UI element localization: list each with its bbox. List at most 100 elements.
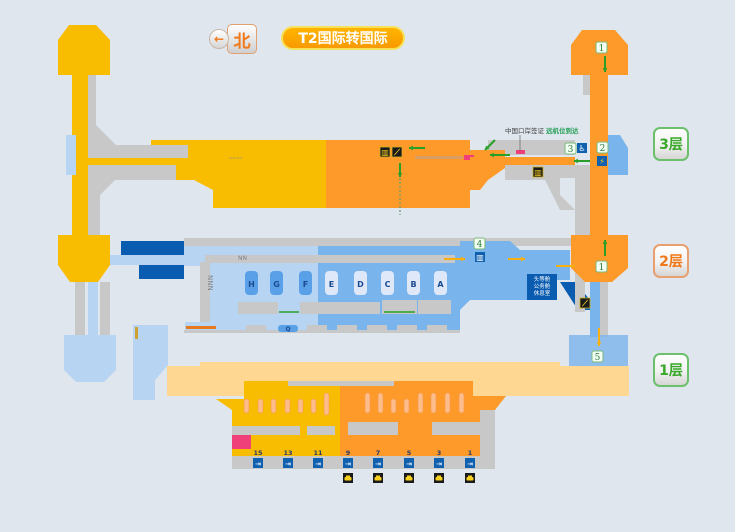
door-11-label: 11 [313,449,323,457]
floor-1-button[interactable]: 1层 [653,353,689,387]
exit-door-icon [313,458,323,468]
elevator-icon-3f-right[interactable]: ▥ [532,166,544,178]
baggage-belt [270,398,277,414]
baggage-belt [377,392,384,414]
door-1[interactable]: 1⇥ [464,449,476,468]
taxi-icon[interactable] [373,473,383,483]
taxi-icon[interactable] [465,473,475,483]
hall-1f-grey-c [348,422,398,435]
hall-2f-grey-top [205,255,455,263]
door-5-label: 5 [407,449,412,457]
elevator-icon-2f[interactable]: ▥ [475,252,485,262]
border-check-marker [464,155,474,160]
right-2f-vert-grey [600,282,608,337]
hall-2f-grey-b4 [367,325,387,331]
gate-D-label: D [357,280,364,289]
svg-text:⇥: ⇥ [285,460,291,468]
left-1f-blue-box [64,335,116,382]
svg-text:⚡: ⚡ [599,157,605,166]
door-5[interactable]: 5⇥ [403,449,415,468]
light-blue-stub [66,135,76,175]
floor-3-button[interactable]: 3层 [653,127,689,161]
door-13[interactable]: 13⇥ [282,449,294,468]
security-q[interactable]: Q [278,325,298,333]
hall-1f-pale-top [200,362,560,366]
gate-B-label: B [410,280,416,289]
route-title-button[interactable]: T2国际转国际 [281,26,405,50]
hall-2f-grey-b6 [427,325,447,331]
door-9-label: 9 [346,449,351,457]
marker-3f-1[interactable]: 1 [595,41,608,54]
marker-3f-3[interactable]: 3 [564,142,577,155]
hall-3f-yellow [151,140,326,208]
escalator-icon[interactable]: ⚡ [597,156,607,166]
door-15[interactable]: 15⇥ [252,449,264,468]
arrow-diag-3f [484,139,496,151]
taxi-icon[interactable] [434,473,444,483]
door-1-tag [464,449,476,456]
gate-C[interactable]: C [381,271,394,295]
gate-B[interactable]: B [407,271,420,295]
gate-E[interactable]: E [325,271,338,295]
stair-mark: NNN [206,275,214,291]
marker-1f-5[interactable]: 5 [591,350,604,363]
door-3[interactable]: 3⇥ [433,449,445,468]
marker-2f-4[interactable]: 4 [473,237,486,250]
hall-2f-grey-b5 [397,325,417,331]
left-corridor-yellow [72,75,88,235]
right-2f-head [571,235,628,282]
door-9[interactable]: 9⇥ [342,449,354,468]
gate-E-label: E [329,280,334,289]
gate-H[interactable]: H [245,271,258,295]
escalator-icon-2f[interactable]: ⟋ [579,297,591,309]
marker-3f-2-label: 2 [600,144,606,154]
gate-H-box [245,271,258,295]
gate-B-box [407,271,420,295]
north-compass-button[interactable]: ← 北 [209,24,257,54]
svg-text:⇥: ⇥ [315,460,321,468]
marker-2f-1[interactable]: 1 [595,260,608,273]
exit-door-icon [434,458,444,468]
connector-yellow [88,158,188,165]
gate-G[interactable]: G [270,271,283,295]
lounge-label-line: 休息室 [534,289,551,297]
gate-D-box [354,271,367,295]
gate-G-box [270,271,283,295]
corridor-3f-grey [488,140,575,155]
marker-3f-3-label: 3 [568,145,574,155]
remote-arrival-text: 远机位到达 [546,126,579,135]
door-7[interactable]: 7⇥ [372,449,384,468]
svg-text:⇥: ⇥ [406,460,412,468]
marker-3f-1-label: 1 [599,44,605,54]
hall-3f-orange [326,140,505,208]
door-11[interactable]: 11 ⇥ [312,449,324,468]
baggage-belt [403,398,410,414]
svg-text:⇥: ⇥ [375,460,381,468]
lounge-box [527,274,557,300]
left-corridor-grey [88,75,96,125]
elevator-icon-3f[interactable]: ▥ [379,146,391,158]
baggage-belts [243,392,465,416]
taxi-icon[interactable] [404,473,414,483]
baggage-belt [323,392,330,416]
taxi-icon[interactable] [343,473,353,483]
marker-3f-2[interactable]: 2 [596,141,609,154]
accessible-icon[interactable]: ♿ [577,143,587,153]
gate-D[interactable]: D [354,271,367,295]
gate-C-box [381,271,394,295]
baggage-belt [364,392,371,414]
gate-F[interactable]: F [299,271,312,295]
hall-1f-grey-top [288,381,394,386]
baggage-belt [444,392,451,414]
hall-2f-bottom-grey [184,330,460,333]
left-branch-grey-low [88,165,176,240]
door-5-tag [403,449,415,456]
gate-A[interactable]: A [434,271,447,295]
door-7-tag [372,449,384,456]
escalator-icon-3f[interactable]: ⟋ [391,146,403,158]
right-blue-stub [608,135,628,175]
baggage-belt [243,398,250,414]
floor-2-button[interactable]: 2层 [653,244,689,278]
